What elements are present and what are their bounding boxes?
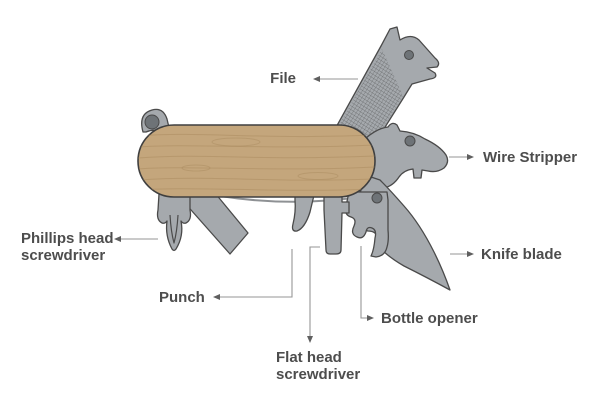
punch-tool: [291, 190, 316, 232]
label-phillips: Phillips head screwdriver: [21, 230, 114, 264]
arrowhead-icon: [467, 154, 474, 160]
wood-grain: [138, 133, 375, 191]
phillips-tip-groove: [169, 214, 179, 244]
rivet-icon: [371, 192, 383, 204]
label-wire-stripper: Wire Stripper: [483, 149, 578, 166]
wire-stripper-tool: [365, 122, 449, 189]
rivet-icon: [144, 114, 160, 130]
handle: [137, 124, 376, 198]
rivet-icon: [404, 50, 414, 60]
leader-bottle-opener: [360, 246, 371, 319]
flat-head-screwdriver-tool: [323, 190, 350, 255]
leader-flat-head: [309, 246, 320, 340]
leader-punch: [216, 249, 293, 298]
liner-edge: [219, 195, 361, 203]
label-punch: Punch: [159, 289, 205, 306]
arrowhead-icon: [114, 236, 121, 242]
label-file: File: [270, 70, 296, 87]
bottle-opener-tool: [344, 191, 389, 258]
arrowhead-icon: [467, 251, 474, 257]
phillips-screwdriver-tool: [156, 193, 192, 252]
arrowhead-icon: [213, 294, 220, 300]
leader-lines: [114, 76, 474, 343]
arrowhead-icon: [367, 315, 374, 321]
arrowhead-icon: [307, 336, 313, 343]
label-knife-blade: Knife blade: [481, 246, 562, 263]
label-bottle-opener: Bottle opener: [381, 310, 478, 327]
label-flat-head: Flat head screwdriver: [276, 349, 361, 383]
arrowhead-icon: [313, 76, 320, 82]
rivet-icon: [404, 135, 416, 147]
